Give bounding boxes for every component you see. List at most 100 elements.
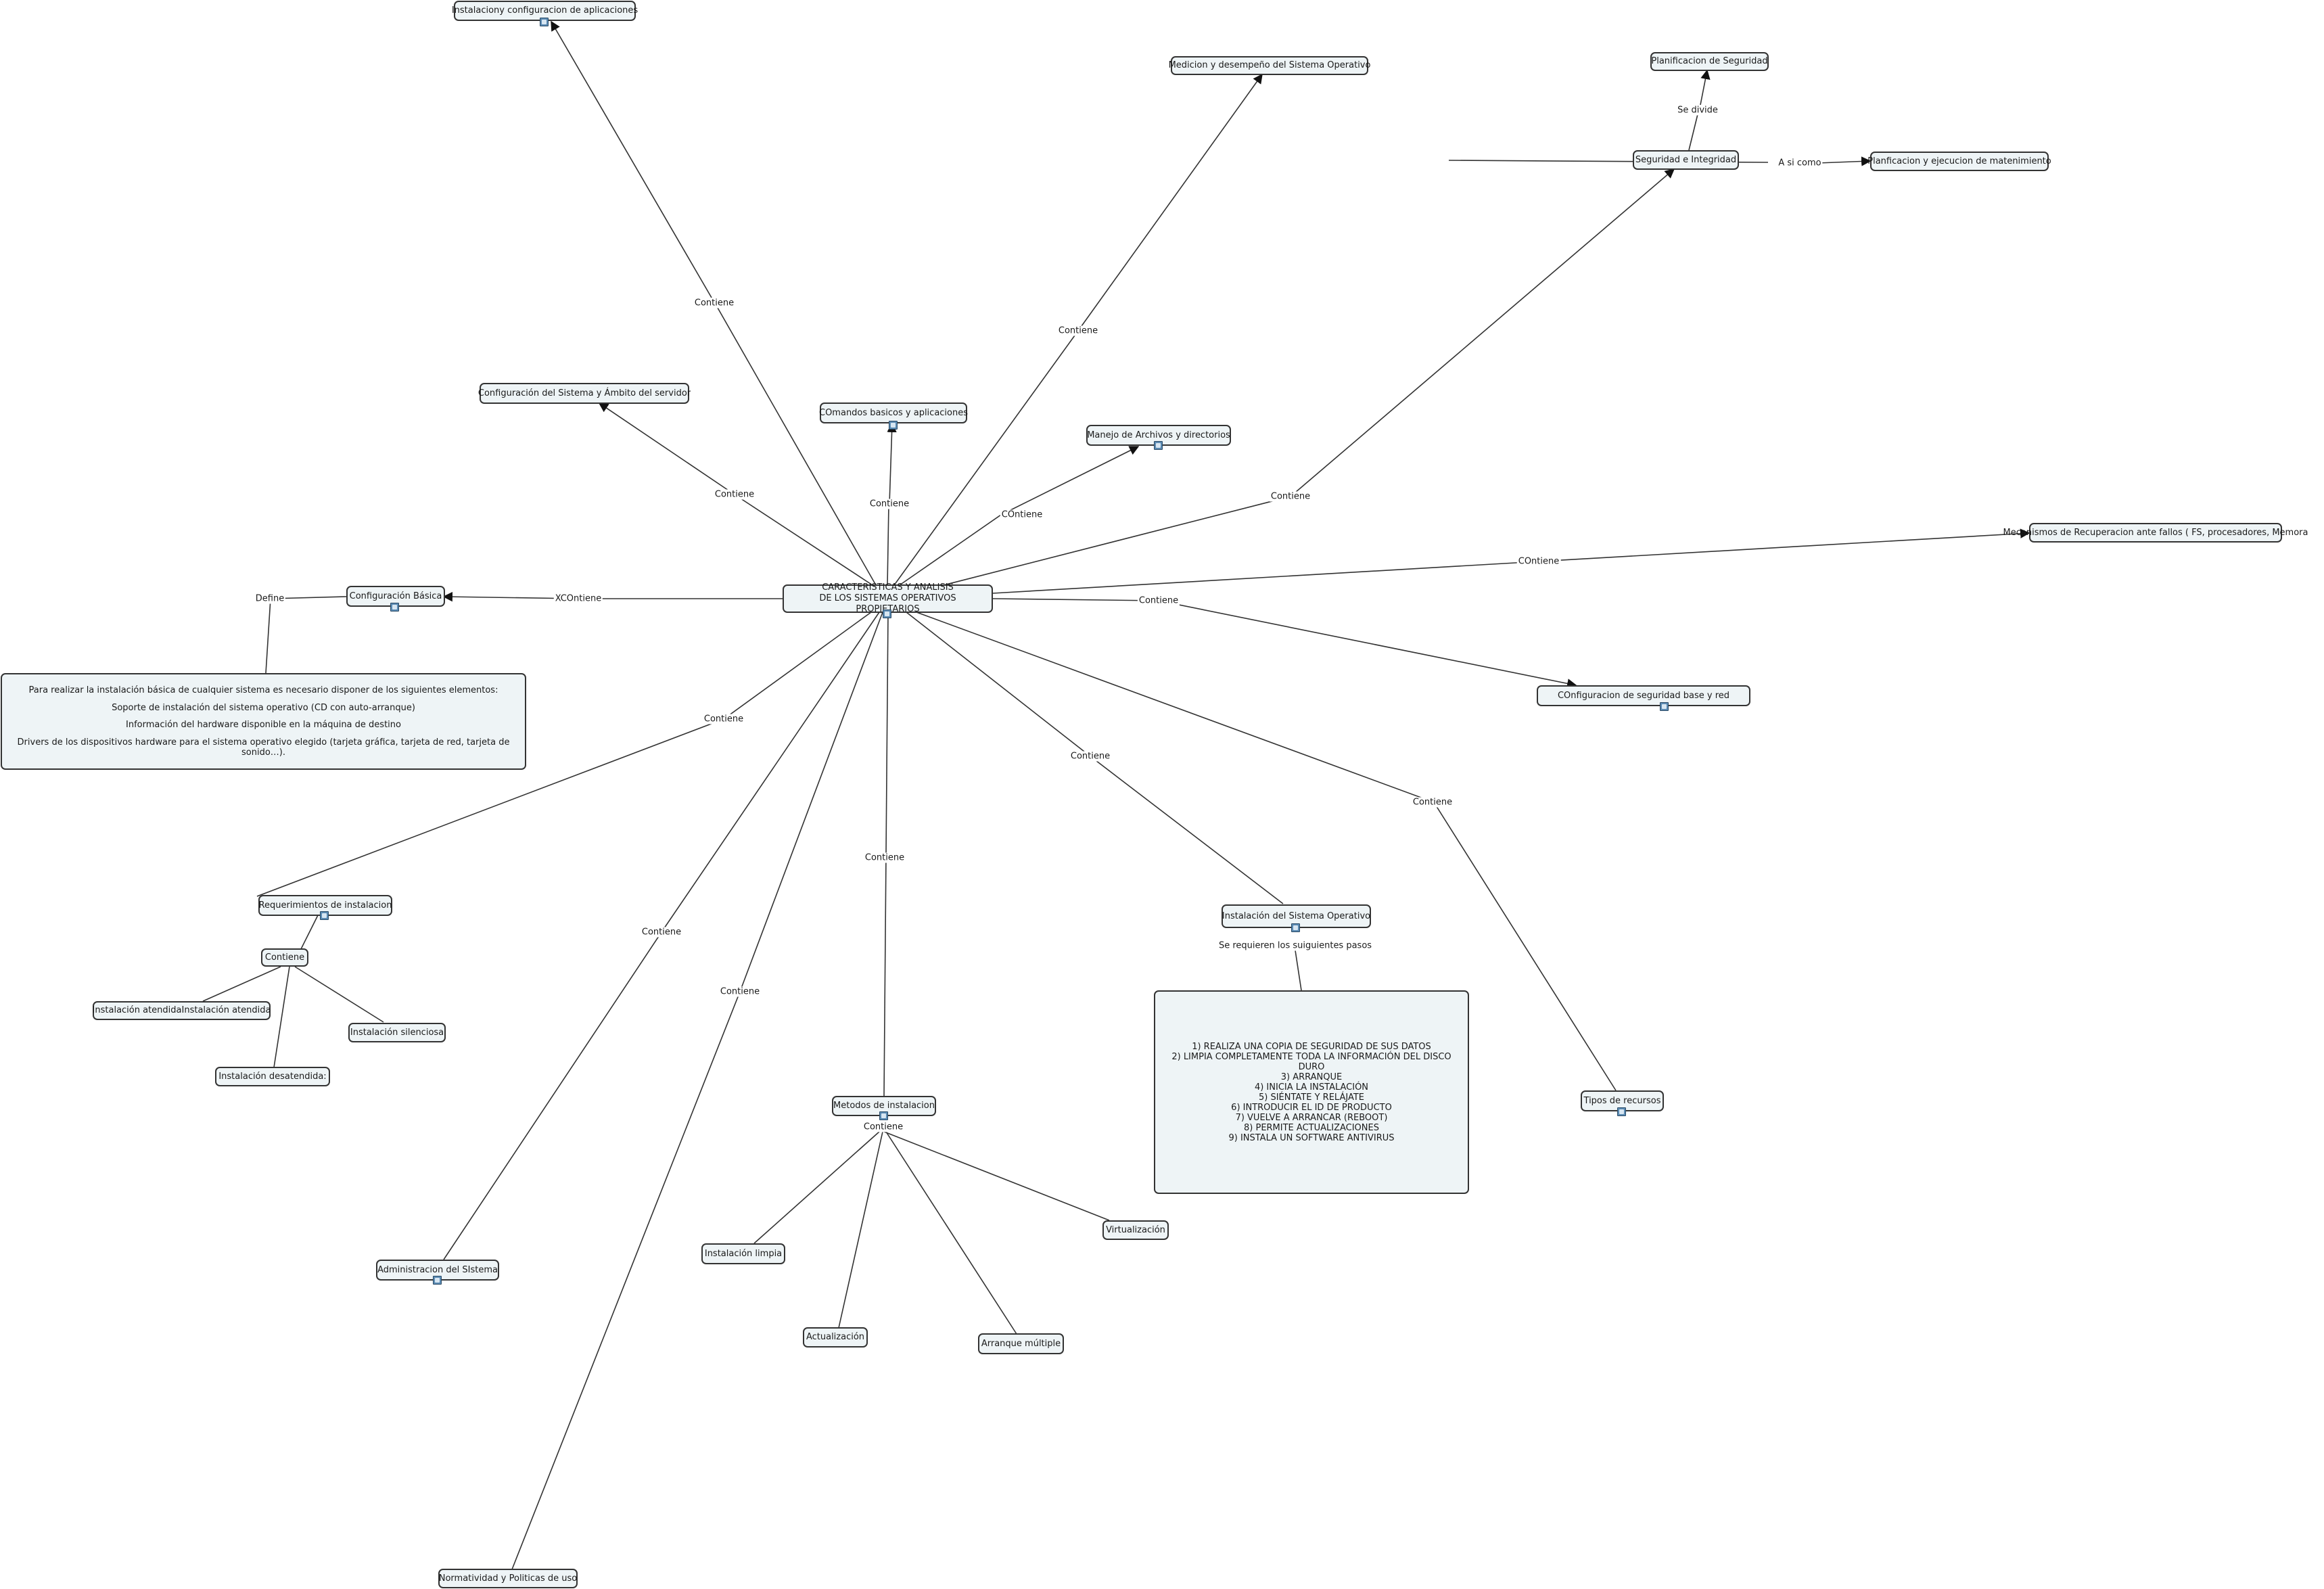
node-seguridad-integridad[interactable]: Seguridad e Integridad: [1633, 150, 1739, 170]
resource-icon[interactable]: [390, 603, 399, 612]
resource-icon[interactable]: [1617, 1107, 1626, 1116]
edge-seguridad-head: [1290, 168, 1675, 497]
edge-mecanismos: [992, 561, 1539, 594]
edge-label: Contiene: [1137, 595, 1180, 606]
edge-seguridad: [943, 496, 1291, 586]
resource-icon[interactable]: [433, 1276, 442, 1285]
edge-config-sistema-head: [598, 402, 735, 495]
edge-config-seguridad-head: [1158, 600, 1577, 689]
edge-label: Contiene: [1056, 325, 1100, 336]
paso-line: 5) SIÉNTATE Y RELÁJATE: [1259, 1092, 1364, 1103]
edge-se-divide-head: [1700, 69, 1711, 106]
paso-line: 8) PERMITE ACTUALIZACIONES: [1244, 1122, 1379, 1133]
node-requerimientos[interactable]: Requerimientos de instalacion: [258, 895, 392, 916]
edge-contiene-silenciosa: [294, 966, 384, 1023]
node-pasos-box[interactable]: 1) REALIZA UNA COPIA DE SEGURIDAD DE SUS…: [1154, 990, 1469, 1194]
edge-instalacion-apps: [714, 302, 877, 586]
edge-label: Define: [254, 593, 286, 604]
resource-icon[interactable]: [883, 609, 891, 618]
edge-label: Se divide: [1676, 105, 1719, 116]
requisitos-line: Drivers de los dispositivos hardware par…: [17, 737, 510, 758]
edge-comandos-head: [887, 422, 897, 505]
edge-metodos-actualizacion: [838, 1131, 883, 1329]
edge-se-requieren: [1295, 950, 1302, 991]
edge-contiene-desatendida: [273, 966, 290, 1068]
resource-icon[interactable]: [889, 421, 898, 430]
edge-label: Contiene: [718, 986, 762, 997]
edge-label: Contiene: [868, 499, 911, 509]
node-config-seguridad[interactable]: COnfiguracion de seguridad base y red: [1537, 685, 1750, 706]
node-center-line2: DE LOS SISTEMAS OPERATIVOS PROPIETARIOS: [819, 593, 956, 614]
node-actualizacion[interactable]: Actualización: [803, 1327, 868, 1348]
edge-label: Contiene: [640, 927, 683, 938]
edge-mecanismos-head: [1538, 528, 2030, 562]
node-planificacion-mantenimiento[interactable]: Planficacion y ejecucion de matenimiento: [1867, 152, 2051, 171]
edge-comandos: [887, 503, 889, 586]
node-requisitos-box[interactable]: Para realizar la instalación básica de c…: [1, 673, 526, 770]
node-arranque-multiple[interactable]: Arranque múltiple: [978, 1333, 1064, 1354]
node-medicion[interactable]: Medicion y desempeño del Sistema Operati…: [1169, 56, 1370, 75]
node-center[interactable]: CARACTERISTICAS Y ANALISIS DE LOS SISTEM…: [783, 582, 993, 614]
edge-label: Contiene: [713, 489, 756, 500]
paso-line: 3) ARRANQUE: [1280, 1072, 1343, 1082]
edge-instalacion-apps-head: [551, 20, 712, 298]
node-instalacion-limpia[interactable]: Instalación limpia: [701, 1243, 785, 1264]
edge-label: Contiene: [1069, 751, 1112, 762]
edge-manejo-head: [1000, 446, 1140, 515]
node-center-line1: CARACTERISTICAS Y ANALISIS: [822, 582, 954, 593]
edge-label: COntiene: [1000, 509, 1044, 520]
node-mecanismos[interactable]: Mecanismos de Recuperacion ante fallos (…: [2003, 523, 2308, 543]
edge-label: XCOntiene: [553, 593, 603, 604]
resource-icon[interactable]: [879, 1111, 888, 1120]
node-config-sistema[interactable]: Configuración del Sistema y Ámbito del s…: [478, 383, 691, 404]
edge-config-sistema: [734, 494, 873, 586]
edge-metodos-virtualizacion: [883, 1131, 1110, 1221]
node-virtualizacion[interactable]: Virtualización: [1102, 1220, 1169, 1240]
edge-config-seguridad: [992, 598, 1159, 601]
edge-normatividad: [511, 612, 883, 1570]
edge-metodos-limpia: [753, 1131, 880, 1244]
edge-manejo: [899, 514, 1002, 586]
paso-line: 2) LIMPIA COMPLETAMENTE TODA LA INFORMAC…: [1171, 1051, 1451, 1072]
edge-label: Contiene: [1269, 491, 1312, 502]
edge-label: Se requieren los suiguientes pasos: [1217, 940, 1374, 951]
pasos-list: 1) REALIZA UNA COPIA DE SEGURIDAD DE SUS…: [1161, 1042, 1462, 1143]
node-instalacion-so[interactable]: Instalación del Sistema Operativo: [1222, 904, 1371, 928]
paso-line: 1) REALIZA UNA COPIA DE SEGURIDAD DE SUS…: [1192, 1041, 1431, 1052]
requisitos-line: Soporte de instalación del sistema opera…: [112, 702, 415, 713]
node-contiene[interactable]: Contiene: [261, 948, 308, 967]
edge-label: Contiene: [863, 852, 906, 863]
paso-line: 9) INSTALA UN SOFTWARE ANTIVIRUS: [1228, 1132, 1395, 1143]
paso-line: 7) VUELVE A ARRANCAR (REBOOT): [1235, 1112, 1388, 1123]
edge-a-si-como-head: [1817, 156, 1872, 166]
node-instalacion-silenciosa[interactable]: Instalación silenciosa: [348, 1023, 446, 1042]
edge-se-divide: [1688, 111, 1699, 151]
edge-medicion-head: [1077, 73, 1263, 331]
edge-contiene-atendida: [202, 966, 281, 1002]
requisitos-line: Información del hardware disponible en l…: [126, 720, 401, 731]
edge-label: Contiene: [693, 298, 736, 308]
edge-label: Contiene: [1411, 797, 1454, 808]
edge-label: Contiene: [702, 714, 745, 724]
node-instalacion-desatendida[interactable]: Instalación desatendida:: [215, 1067, 330, 1086]
resource-icon[interactable]: [320, 911, 329, 920]
resource-icon[interactable]: [1154, 441, 1163, 450]
edge-req-contiene: [300, 915, 319, 950]
edge-medicion: [893, 330, 1079, 586]
edge-define: [265, 596, 347, 674]
node-normatividad[interactable]: Normatividad y Politicas de uso: [438, 1569, 578, 1588]
edge-label: Contiene: [862, 1122, 905, 1132]
edge-label: COntiene: [1516, 556, 1561, 567]
paso-line: 6) INTRODUCIR EL ID DE PRODUCTO: [1231, 1102, 1392, 1113]
resource-icon[interactable]: [540, 18, 549, 26]
resource-icon[interactable]: [1291, 923, 1300, 932]
edge-label: A si como: [1777, 158, 1823, 168]
edge-metodos-arranque: [885, 1131, 1017, 1335]
paso-line: 4) INICIA LA INSTALACIÓN: [1254, 1082, 1369, 1092]
node-instalacion-atendida[interactable]: Instalación atendidaInstalación atendida: [93, 1001, 271, 1020]
resource-icon[interactable]: [1660, 702, 1669, 711]
requisitos-line: Para realizar la instalación básica de c…: [28, 685, 498, 696]
node-planificacion-seguridad[interactable]: Planificacion de Seguridad: [1650, 52, 1769, 71]
node-comandos[interactable]: COmandos basicos y aplicaciones: [819, 402, 968, 423]
